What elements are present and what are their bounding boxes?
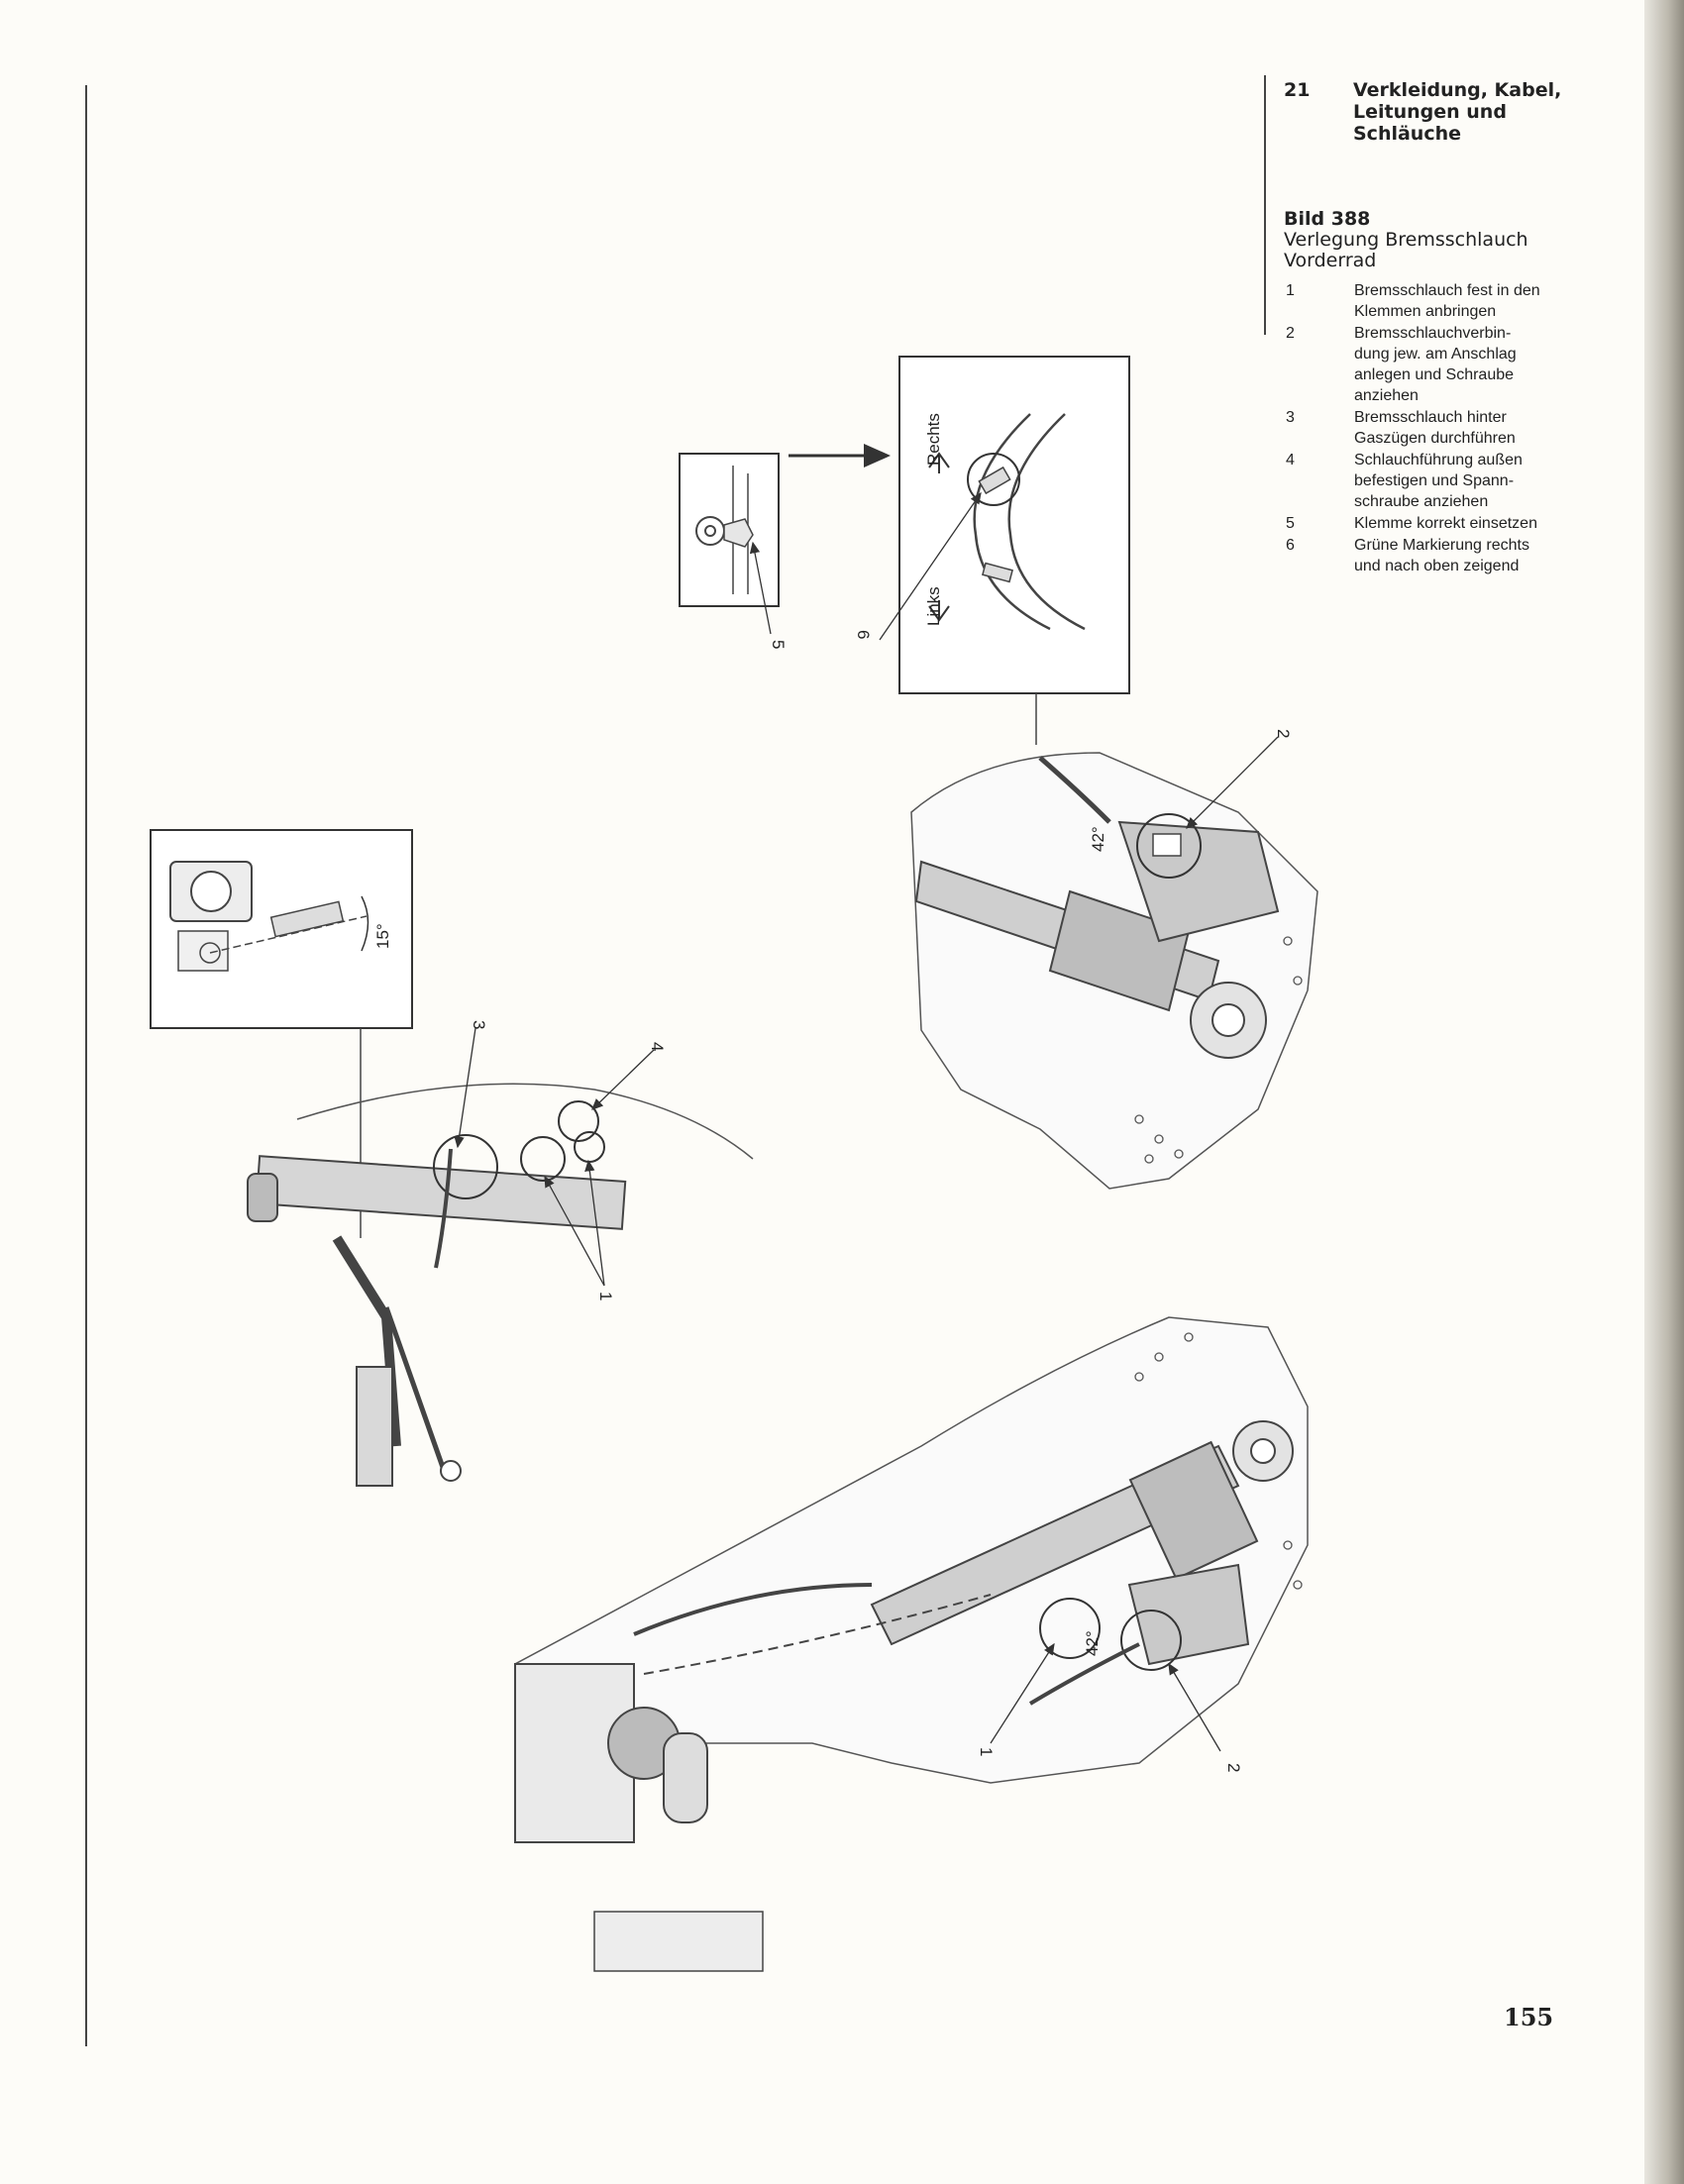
callout-6: 6 xyxy=(854,630,873,639)
callout-1-lower: 1 xyxy=(977,1747,996,1756)
inset-clamp-detail xyxy=(679,453,780,635)
label-angle-15: 15° xyxy=(373,923,392,949)
legend-number: 6 xyxy=(1286,537,1295,554)
legend-item: 5 Klemme korrekt einsetzen xyxy=(1284,513,1541,534)
callout-1-upper: 1 xyxy=(596,1292,615,1300)
callout-2-upper: 2 xyxy=(1274,729,1293,738)
legend-item: 1 Bremsschlauch fest in den Klemmen anbr… xyxy=(1284,280,1541,322)
label-angle-42-top: 42° xyxy=(1089,826,1107,852)
label-links: Links xyxy=(924,586,943,626)
legend-text: Klemme korrekt einsetzen xyxy=(1354,515,1537,532)
inset-marking-detail xyxy=(879,356,1130,745)
legend-item: 4 Schlauchführung außen befestigen und S… xyxy=(1284,450,1541,512)
book-spine-shadow xyxy=(1644,0,1684,2184)
legend-number: 4 xyxy=(1286,452,1295,468)
left-margin-rule xyxy=(85,85,87,2046)
legend-text: Bremsschlauch fest in den Klemmen anbrin… xyxy=(1354,282,1540,320)
legend-text: Grüne Markierung rechts und nach oben ze… xyxy=(1354,537,1529,574)
drawing-caliper-upper xyxy=(910,736,1318,1190)
drawing-handlebar-left xyxy=(247,1027,754,1487)
callout-4: 4 xyxy=(648,1042,667,1051)
figure-caption-block: Bild 388 Verlegung Bremsschlauch Vorderr… xyxy=(1284,208,1541,271)
figure-label: Bild 388 xyxy=(1284,208,1371,230)
page-number: 155 xyxy=(1504,2003,1554,2031)
chapter-number: 21 xyxy=(1284,79,1311,101)
legend-number: 2 xyxy=(1286,325,1295,342)
callout-2-lower: 2 xyxy=(1224,1763,1243,1772)
chapter-rule xyxy=(1264,75,1266,335)
callout-3: 3 xyxy=(470,1020,488,1029)
label-angle-42-bottom: 42° xyxy=(1083,1630,1102,1656)
figure-legend: 1 Bremsschlauch fest in den Klemmen anbr… xyxy=(1284,280,1541,577)
drawing-front-end-lower xyxy=(514,1316,1309,1972)
legend-text: Schlauchführung außen befestigen und Spa… xyxy=(1354,452,1523,510)
legend-text: Bremsschlauch hinter Gaszügen durchführe… xyxy=(1354,409,1516,447)
legend-item: 2 Bremsschlauchverbin-dung jew. am Ansch… xyxy=(1284,323,1541,406)
legend-number: 5 xyxy=(1286,515,1295,532)
legend-number: 1 xyxy=(1286,282,1295,299)
legend-item: 6 Grüne Markierung rechts und nach oben … xyxy=(1284,535,1541,576)
figure-caption: Verlegung Bremsschlauch Vorderrad xyxy=(1284,229,1528,271)
legend-text: Bremsschlauchverbin-dung jew. am Anschla… xyxy=(1354,325,1517,404)
legend-number: 3 xyxy=(1286,409,1295,426)
legend-item: 3 Bremsschlauch hinter Gaszügen durchfüh… xyxy=(1284,407,1541,449)
callout-5: 5 xyxy=(769,640,788,649)
inset-handlebar-clamp xyxy=(150,829,413,1238)
chapter-title: Verkleidung, Kabel, Leitungen und Schläu… xyxy=(1353,79,1562,145)
label-rechts: Rechts xyxy=(924,413,943,466)
